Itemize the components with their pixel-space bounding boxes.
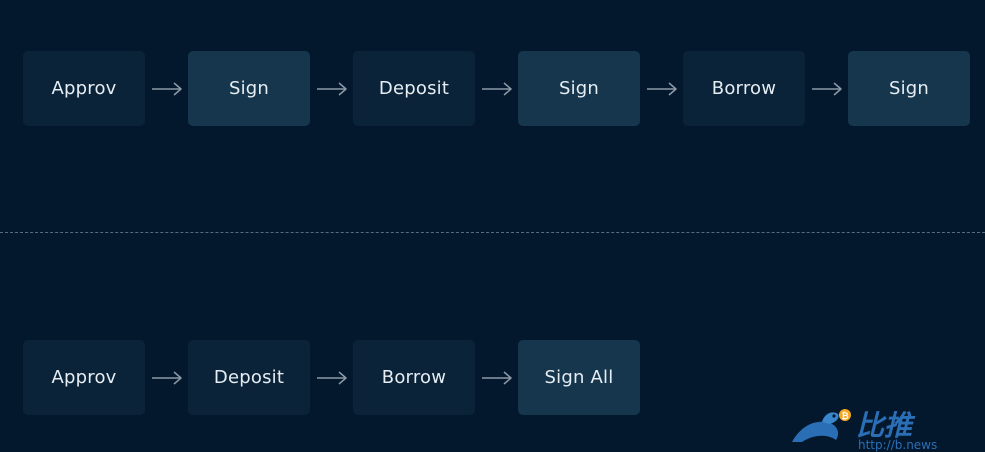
flow-divider: [0, 232, 985, 233]
step-box-borrow: Borrow: [683, 51, 805, 126]
step-label: Sign All: [544, 367, 614, 388]
top-flow: Approv Sign Deposit Sign Borrow Sign: [23, 51, 970, 126]
flow-arrow-icon: [640, 51, 683, 126]
step-box-sign: Sign: [188, 51, 310, 126]
step-box-sign-all: Sign All: [518, 340, 640, 415]
step-label: Approv: [51, 78, 117, 99]
watermark-subtext: http://b.news: [858, 438, 938, 452]
flow-arrow-icon: [145, 51, 188, 126]
step-label: Borrow: [381, 367, 447, 388]
step-box-sign: Sign: [848, 51, 970, 126]
step-box-deposit: Deposit: [188, 340, 310, 415]
watermark-text: 比推: [856, 409, 913, 442]
step-box-deposit: Deposit: [353, 51, 475, 126]
step-label: Borrow: [711, 78, 777, 99]
flow-arrow-icon: [475, 340, 518, 415]
bottom-flow: Approv Deposit Borrow Sign All: [23, 340, 640, 415]
step-box-approv: Approv: [23, 340, 145, 415]
step-label: Sign: [228, 78, 270, 99]
flow-arrow-icon: [145, 340, 188, 415]
step-label: Deposit: [378, 78, 450, 99]
flow-arrow-icon: [475, 51, 518, 126]
step-box-borrow: Borrow: [353, 340, 475, 415]
step-box-sign: Sign: [518, 51, 640, 126]
flow-arrow-icon: [805, 51, 848, 126]
watermark: ₿ 比推 http://b.news: [788, 404, 985, 452]
step-label: Approv: [51, 367, 117, 388]
svg-text:₿: ₿: [841, 411, 848, 422]
step-label: Sign: [558, 78, 600, 99]
step-box-approv: Approv: [23, 51, 145, 126]
step-label: Sign: [888, 78, 930, 99]
step-label: Deposit: [213, 367, 285, 388]
flow-arrow-icon: [310, 51, 353, 126]
bird-bitcoin-icon: ₿: [792, 409, 851, 442]
flow-arrow-icon: [310, 340, 353, 415]
